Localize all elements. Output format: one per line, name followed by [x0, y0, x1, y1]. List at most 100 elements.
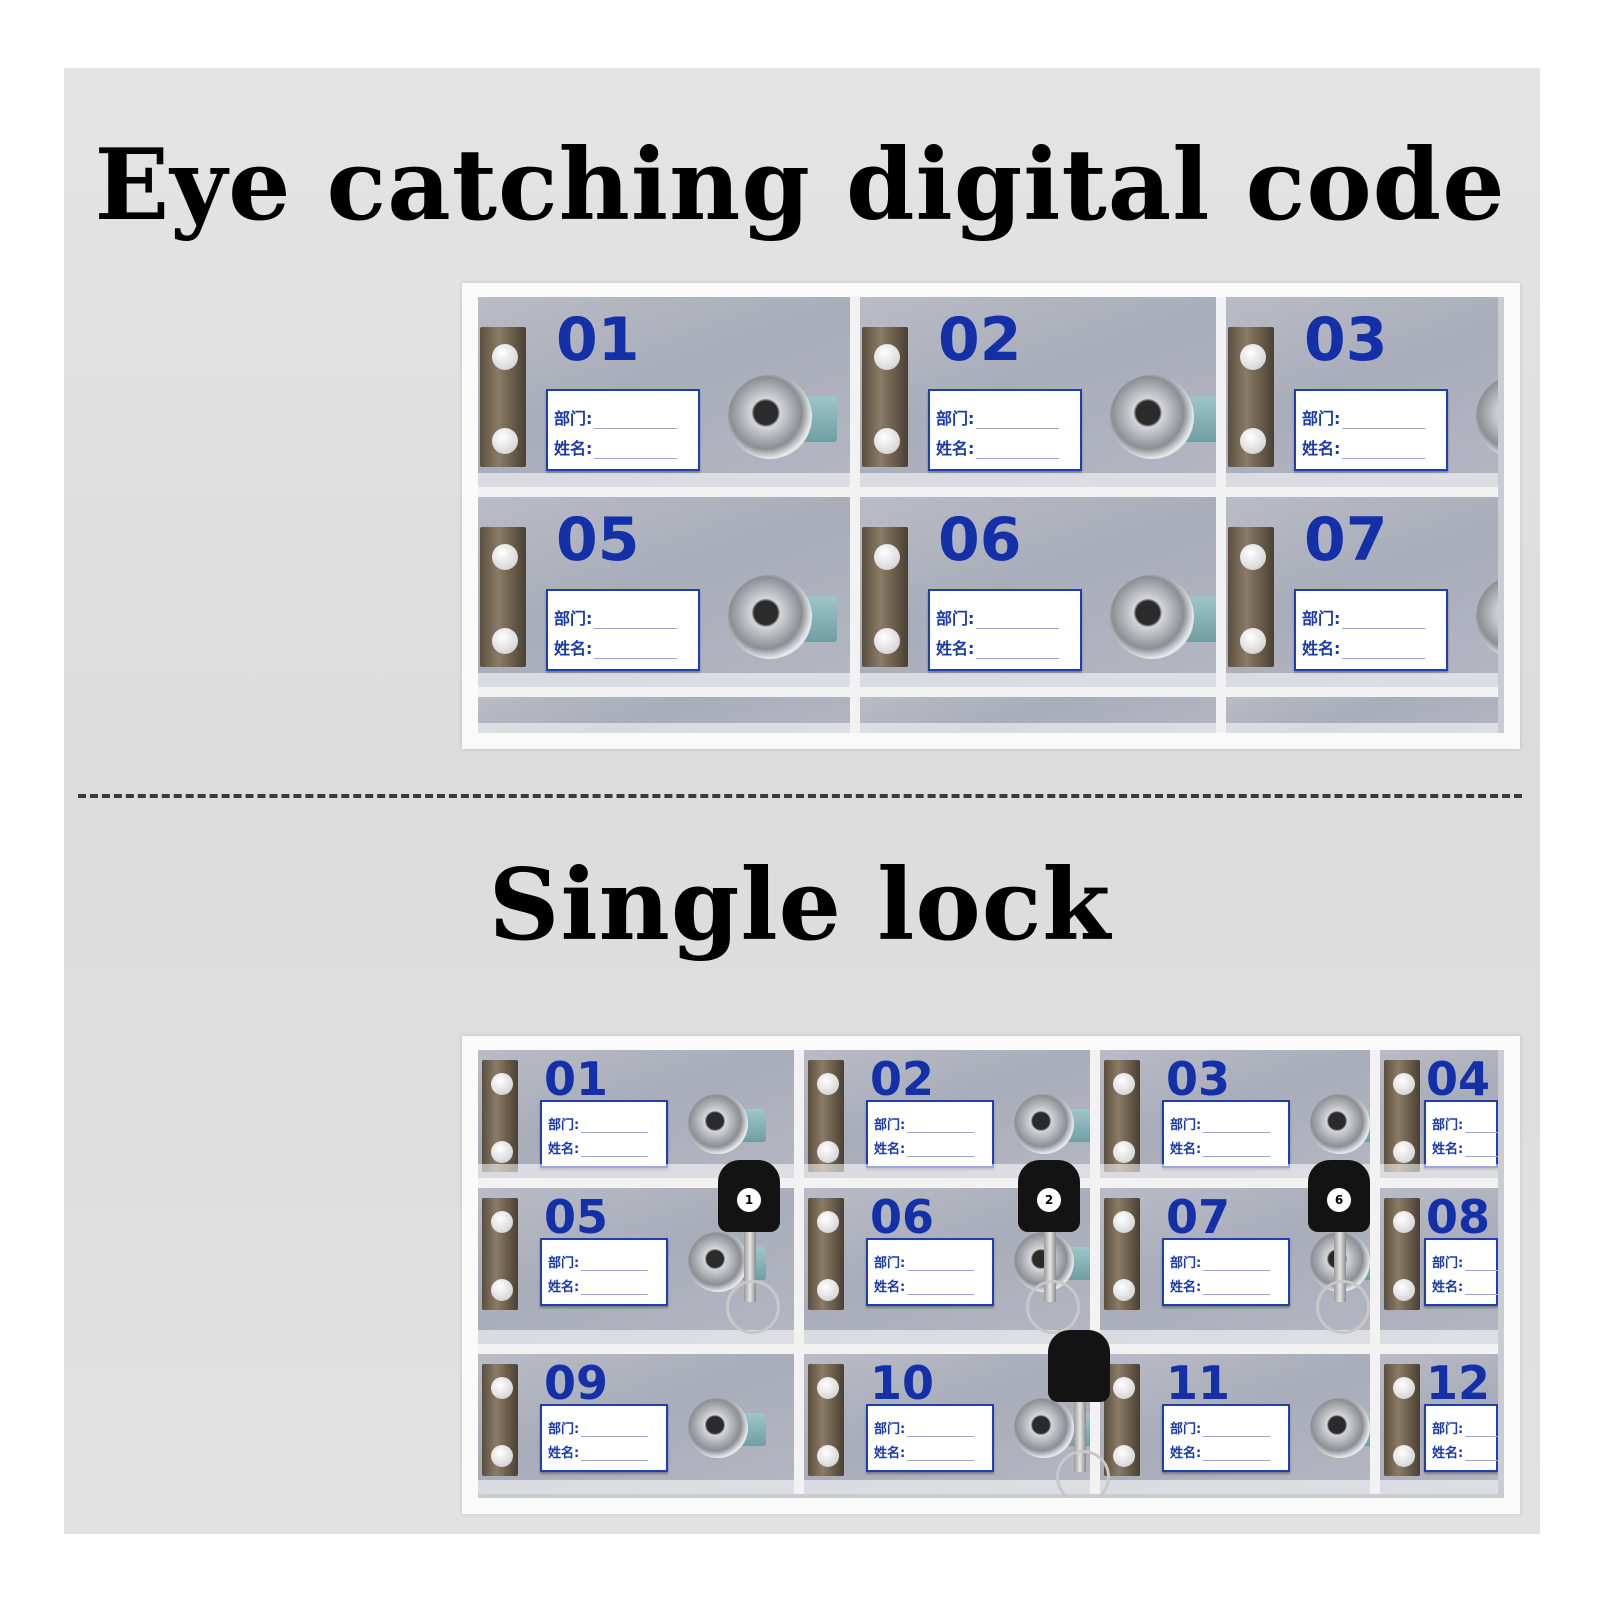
- rivet: [1393, 1278, 1415, 1301]
- card-name-label: 姓名:: [936, 635, 1074, 659]
- cam-lock-icon: [688, 1232, 748, 1292]
- card-department-label: 部门:: [554, 405, 692, 429]
- rivet: [1113, 1073, 1135, 1096]
- box-number: 08: [1426, 1190, 1491, 1244]
- name-card: 部门:姓名:: [540, 1238, 668, 1306]
- card-name-label: 姓名:: [1302, 435, 1440, 459]
- cam-lock-icon: [1310, 1398, 1370, 1458]
- rivet: [491, 627, 518, 654]
- rivet: [491, 1140, 513, 1163]
- locker-door-partial: [478, 697, 850, 733]
- card-name-label: 姓名:: [1170, 1138, 1282, 1157]
- rivet: [1113, 1278, 1135, 1301]
- card-department-label: 部门:: [1170, 1252, 1282, 1271]
- card-name-label: 姓名:: [548, 1138, 660, 1157]
- cam-lock-icon: [1110, 375, 1194, 459]
- rivet: [873, 427, 900, 454]
- box-number: 03: [1166, 1052, 1231, 1106]
- name-card: 部门: 姓名:: [866, 1404, 994, 1472]
- card-department-label: 部门:: [1170, 1418, 1282, 1437]
- box-number: 04: [1426, 1052, 1491, 1106]
- name-card: 部门: 姓名:: [1294, 389, 1448, 471]
- card-name-label: 姓名:: [1170, 1276, 1282, 1295]
- rivet: [1393, 1444, 1415, 1467]
- name-card: 部门: 姓名:: [540, 1100, 668, 1168]
- box-number: 11: [1166, 1356, 1231, 1410]
- box-number: 09: [544, 1356, 609, 1410]
- heading-eye-catching: Eye catching digital code: [94, 128, 1506, 243]
- card-department-label: 部门:: [874, 1114, 986, 1133]
- key-tag-number: 6: [1327, 1188, 1351, 1212]
- rivet: [491, 1278, 513, 1301]
- card-department-label: 部门:: [1432, 1252, 1490, 1271]
- rivet: [1393, 1377, 1415, 1400]
- name-card: 部门: 姓名:: [928, 589, 1082, 671]
- card-department-label: 部门:: [1432, 1418, 1490, 1437]
- box-number: 01: [556, 305, 640, 375]
- box-number: 07: [1166, 1190, 1231, 1244]
- box-number: 02: [938, 305, 1022, 375]
- key-tag-number: 1: [737, 1188, 761, 1212]
- name-card: 部门:姓名:: [866, 1238, 994, 1306]
- rivet: [1113, 1211, 1135, 1234]
- card-department-label: 部门:: [548, 1418, 660, 1437]
- rivet: [491, 1377, 513, 1400]
- cam-lock-icon: [728, 575, 812, 659]
- cam-lock-icon: [728, 375, 812, 459]
- card-name-label: 姓名:: [874, 1442, 986, 1461]
- key-ring: [1056, 1450, 1110, 1498]
- card-department-label: 部门:: [1432, 1114, 1490, 1133]
- rivet: [491, 543, 518, 570]
- rivet: [1393, 1211, 1415, 1234]
- box-number: 03: [1304, 305, 1388, 375]
- rivet: [817, 1377, 839, 1400]
- card-department-label: 部门:: [874, 1252, 986, 1271]
- card-department-label: 部门:: [874, 1418, 986, 1437]
- rivet: [817, 1073, 839, 1096]
- name-card: 部门: 姓名:: [1424, 1100, 1498, 1168]
- card-department-label: 部门:: [936, 605, 1074, 629]
- rivet: [1239, 427, 1266, 454]
- locker-door-partial: [1226, 697, 1498, 733]
- cam-lock-icon: [688, 1094, 748, 1154]
- cam-lock-icon: [688, 1398, 748, 1458]
- card-department-label: 部门:: [1302, 405, 1440, 429]
- name-card: 部门:姓名:: [546, 389, 700, 471]
- box-number: 05: [556, 505, 640, 575]
- rivet: [491, 1211, 513, 1234]
- rivet: [1113, 1140, 1135, 1163]
- card-name-label: 姓名:: [1170, 1442, 1282, 1461]
- key-ring: [726, 1280, 780, 1334]
- rivet: [817, 1211, 839, 1234]
- name-card: 部门:姓名:: [928, 389, 1082, 471]
- cam-lock-icon: [1310, 1094, 1370, 1154]
- rivet: [491, 427, 518, 454]
- card-name-label: 姓名:: [548, 1442, 660, 1461]
- box-number: 05: [544, 1190, 609, 1244]
- key-icon: 6: [1308, 1160, 1370, 1232]
- rivet: [1113, 1444, 1135, 1467]
- rivet: [1393, 1140, 1415, 1163]
- key-icon: 2: [1018, 1160, 1080, 1232]
- box-number: 07: [1304, 505, 1388, 575]
- key-icon: [1048, 1330, 1110, 1402]
- cam-lock-icon: [1014, 1398, 1074, 1458]
- rivet: [873, 343, 900, 370]
- rivet: [1239, 627, 1266, 654]
- locker-door: 03 部门: 姓名:: [1226, 297, 1498, 487]
- cam-lock-icon: [1110, 575, 1194, 659]
- card-name-label: 姓名:: [1432, 1138, 1490, 1157]
- card-department-label: 部门:: [548, 1114, 660, 1133]
- card-name-label: 姓名:: [1432, 1276, 1490, 1295]
- card-name-label: 姓名:: [874, 1138, 986, 1157]
- box-number: 06: [870, 1190, 935, 1244]
- key-ring: [1026, 1280, 1080, 1334]
- name-card: 部门: 姓名:: [540, 1404, 668, 1472]
